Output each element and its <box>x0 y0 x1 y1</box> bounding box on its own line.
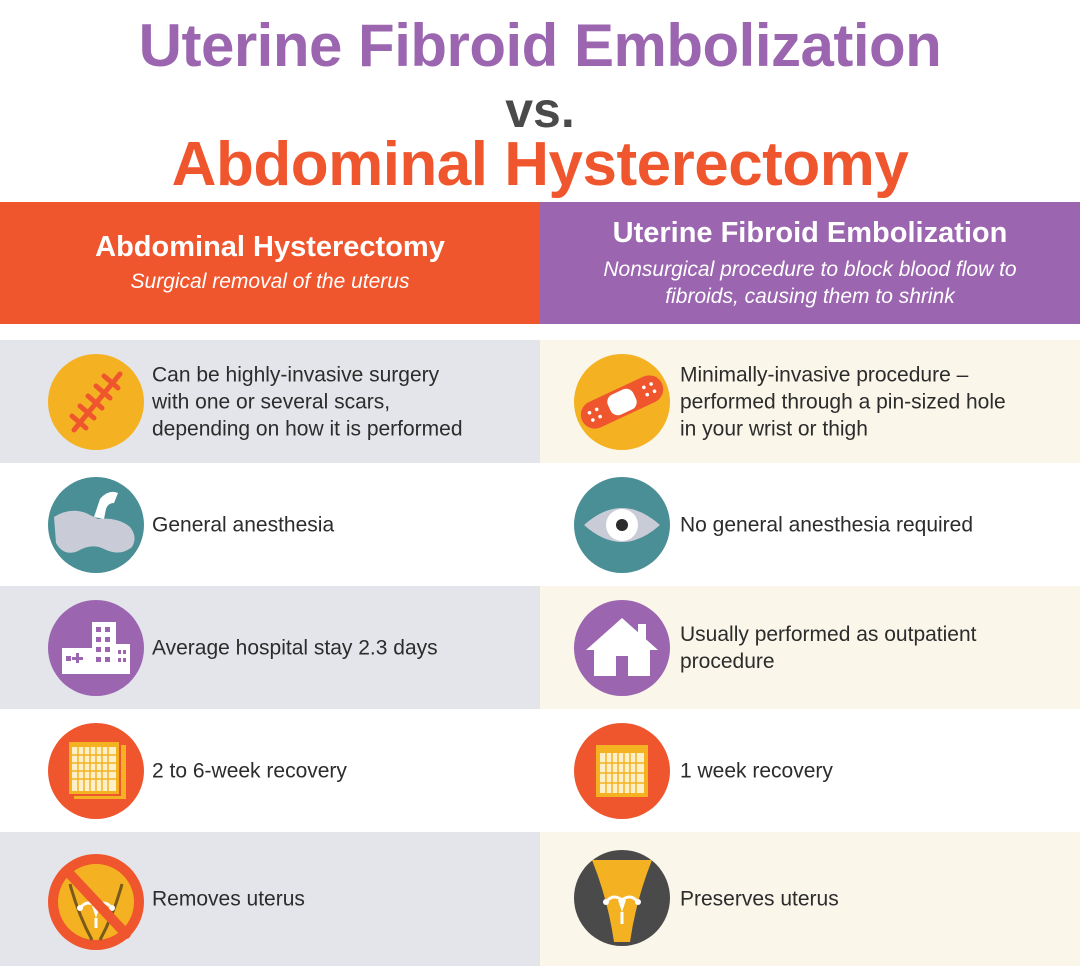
right-column-header: Uterine Fibroid Embolization Nonsurgical… <box>540 202 1080 324</box>
comparison-row-left: Removes uterus <box>0 832 540 966</box>
comparison-text: General anesthesia <box>152 513 335 536</box>
left-column-description: Surgical removal of the uterus <box>130 270 410 293</box>
comparison-row-left: General anesthesia <box>0 463 540 586</box>
uterus-removed-icon <box>48 854 144 950</box>
comparison-text: Preserves uterus <box>680 887 839 911</box>
comparison-row-right: Usually performed as outpatient procedur… <box>540 586 1080 709</box>
comparison-row-left: 2 to 6-week recovery <box>0 709 540 832</box>
anesthesia-mask-icon <box>48 477 144 573</box>
title-line-2: vs. <box>505 82 575 138</box>
comparison-row-left: Average hospital stay 2.3 days <box>0 586 540 709</box>
comparison-row-right: No general anesthesia required <box>540 463 1080 586</box>
scar-icon <box>48 354 144 450</box>
bandage-icon <box>574 354 670 450</box>
comparison-text: Average hospital stay 2.3 days <box>152 636 438 659</box>
comparison-row-right: Preserves uterus <box>540 832 1080 966</box>
title-line-3: Abdominal Hysterectomy <box>171 130 909 199</box>
comparison-text: No general anesthesia required <box>680 513 974 536</box>
title-line-1: Uterine Fibroid Embolization <box>138 12 942 79</box>
comparison-row-right: Minimally-invasive procedure – performed… <box>540 340 1080 463</box>
left-column-name: Abdominal Hysterectomy <box>95 231 445 263</box>
comparison-text: 2 to 6-week recovery <box>152 759 347 782</box>
comparison-text: 1 week recovery <box>680 759 833 782</box>
comparison-text: Minimally-invasive procedure – performed… <box>680 363 1006 440</box>
calendar-one-week-icon <box>574 723 670 819</box>
comparison-row-left: Can be highly-invasive surgery with one … <box>0 340 540 463</box>
comparison-row-right: 1 week recovery <box>540 709 1080 832</box>
right-column-name: Uterine Fibroid Embolization <box>612 217 1008 249</box>
right-column-description: Nonsurgical procedure to block blood flo… <box>603 258 1017 308</box>
hospital-icon <box>48 600 144 696</box>
comparison-text: Can be highly-invasive surgery with one … <box>152 363 463 440</box>
uterus-preserved-icon <box>574 850 670 946</box>
comparison-text: Removes uterus <box>152 887 305 911</box>
eye-icon <box>574 477 670 573</box>
comparison-text: Usually performed as outpatient procedur… <box>680 622 977 673</box>
calendar-multi-week-icon <box>48 723 144 819</box>
house-icon <box>574 600 670 696</box>
left-column-header: Abdominal Hysterectomy Surgical removal … <box>0 202 540 324</box>
